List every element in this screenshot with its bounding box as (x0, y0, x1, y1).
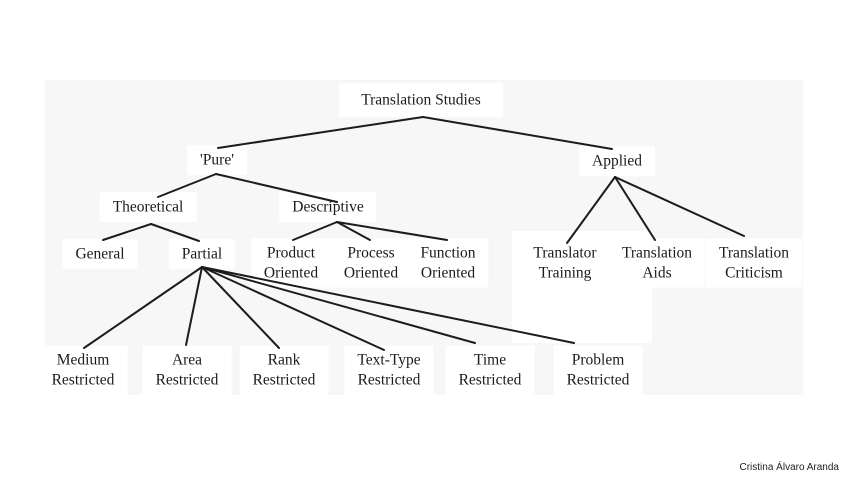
node-label-line: Aids (642, 264, 672, 281)
node-label-line: Area (171, 351, 203, 369)
node-label-line: Theoretical (112, 198, 184, 216)
node-pure: 'Pure' (187, 145, 247, 175)
node-label-line: Translation (621, 244, 693, 262)
node-label-line: Oriented (420, 264, 476, 281)
node-label-line: Restricted (357, 371, 421, 388)
node-translation-studies: Translation Studies (339, 83, 503, 117)
node-label-line: Restricted (252, 371, 316, 388)
node-label-line: Oriented (343, 264, 399, 281)
node-label-line: Training (538, 264, 592, 281)
node-label-line: 'Pure' (200, 151, 234, 169)
node-label-line: Restricted (155, 371, 219, 388)
node-label-line: Problem (571, 351, 625, 369)
node-descriptive: Descriptive (279, 192, 377, 222)
credit-text: Cristina Álvaro Aranda (739, 462, 840, 473)
node-label-line: Applied (592, 152, 642, 170)
node-label-line: Criticism (725, 264, 783, 281)
node-label-line: Rank (267, 351, 301, 369)
node-label-line: Product (266, 244, 316, 262)
node-label-line: Translator (533, 244, 597, 262)
node-partial: Partial (168, 239, 236, 269)
node-label-line: Text-Type (357, 351, 421, 369)
node-label-line: Partial (181, 245, 223, 263)
node-label-line: Time (473, 351, 507, 369)
node-label-line: Restricted (566, 371, 630, 388)
node-label-line: General (75, 245, 125, 263)
node-label-line: Medium (56, 351, 110, 369)
node-label-line: Oriented (263, 264, 319, 281)
node-label-line: Translation Studies (361, 91, 481, 109)
node-label-line: Function (420, 244, 476, 262)
node-general: General (62, 239, 138, 269)
node-label-line: Descriptive (292, 198, 364, 216)
node-label-line: Process (347, 244, 395, 262)
node-applied: Applied (579, 146, 655, 176)
node-label-line: Translation (718, 244, 790, 262)
node-theoretical: Theoretical (99, 192, 197, 222)
node-label-line: Restricted (51, 371, 115, 388)
node-label-line: Restricted (458, 371, 522, 388)
